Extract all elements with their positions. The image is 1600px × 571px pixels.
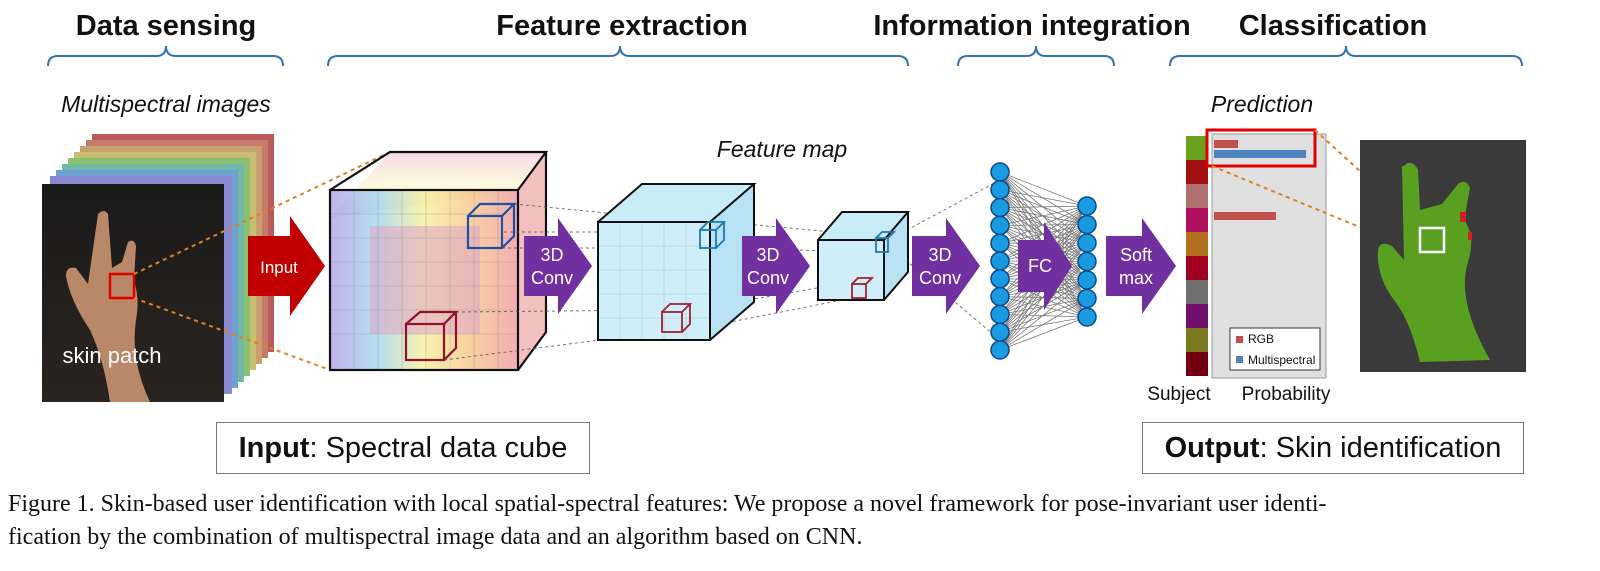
svg-text:Conv: Conv (919, 268, 961, 288)
input-description-box: Input: Spectral data cube (216, 422, 590, 474)
output-neuron (1077, 288, 1097, 309)
prediction-highlight-box (1205, 128, 1317, 168)
skin-patch-marker (108, 272, 136, 300)
output-neuron (1077, 251, 1097, 272)
hidden-neuron (990, 269, 1010, 289)
output-patch-marker (1418, 226, 1446, 254)
input-box-bold: Input (238, 431, 310, 464)
svg-text:3D: 3D (928, 245, 951, 265)
brace-information-integration (957, 45, 1115, 67)
hidden-neuron (990, 233, 1010, 253)
patch-projection-lines (133, 151, 391, 371)
output-neuron (1077, 233, 1097, 253)
conv-arrow-1: 3D Conv (524, 218, 592, 314)
svg-text:3D: 3D (540, 245, 563, 265)
subject-swatch (1186, 328, 1208, 352)
caption-line-2: fication by the combination of multispec… (8, 524, 863, 550)
subject-swatch (1186, 304, 1208, 328)
subject-swatch (1186, 184, 1208, 208)
svg-text:Soft: Soft (1120, 245, 1152, 265)
legend-rgb-label: RGB (1248, 332, 1274, 346)
subject-swatch (1186, 208, 1208, 232)
hidden-neuron (990, 286, 1010, 307)
bar-rgb-subject-4 (1214, 212, 1276, 220)
conv-arrow-3: 3D Conv (912, 218, 980, 314)
probability-label: Probability (1242, 384, 1331, 405)
section-title-data-sensing: Data sensing (76, 10, 257, 42)
output-neuron (1077, 196, 1097, 216)
hidden-neuron (990, 162, 1010, 182)
output-box-bold: Output (1164, 431, 1260, 464)
subject-label: Subject (1147, 384, 1211, 405)
probability-panel: RGB Multispectral (1205, 128, 1327, 379)
input-arrow-label: Input (260, 258, 298, 277)
legend-box (1229, 327, 1321, 371)
output-skin-image (1360, 140, 1526, 372)
cube-red-kernel (404, 310, 459, 362)
legend-multispectral-label: Multispectral (1248, 353, 1315, 367)
subject-swatch (1186, 352, 1208, 376)
hidden-neuron (990, 304, 1010, 325)
fc-arrow: FC (1018, 222, 1072, 310)
conv-arrow-2: 3D Conv (742, 218, 810, 314)
hidden-neuron (990, 340, 1010, 360)
brace-feature-extraction (327, 45, 909, 67)
input-arrow (248, 216, 325, 316)
svg-text:Conv: Conv (747, 268, 789, 288)
hidden-neuron (990, 180, 1010, 200)
output-description-box: Output: Skin identification (1142, 422, 1524, 474)
hidden-neuron (990, 215, 1010, 236)
output-neuron (1077, 214, 1097, 235)
hidden-neuron (990, 197, 1010, 218)
feature-map-cube-2 (817, 211, 911, 301)
skin-patch-label: skin patch (62, 343, 161, 368)
section-braces (47, 45, 1523, 67)
hidden-neuron (990, 251, 1010, 271)
figure-diagram: Data sensing Feature extraction Informat… (42, 10, 1526, 405)
hand-silhouette (66, 211, 150, 402)
svg-text:3D: 3D (756, 245, 779, 265)
subject-swatch (1186, 280, 1208, 304)
subject-color-column (1186, 136, 1208, 376)
output-neuron (1077, 270, 1097, 290)
brace-classification (1169, 45, 1523, 67)
multispectral-image-stack (42, 134, 274, 402)
bar-multispectral-subject-1 (1214, 150, 1306, 158)
output-box-text: : Skin identification (1259, 431, 1502, 464)
section-title-classification: Classification (1239, 10, 1428, 42)
cube-blue-kernel (466, 202, 517, 250)
subject-swatch (1186, 136, 1208, 160)
multispectral-images-label: Multispectral images (61, 91, 271, 117)
feature-map-label: Feature map (717, 136, 848, 162)
output-neuron (1077, 307, 1097, 327)
brace-data-sensing (47, 45, 284, 67)
svg-text:max: max (1119, 268, 1153, 288)
section-title-information-integration: Information integration (873, 10, 1190, 42)
input-data-cube (328, 150, 549, 372)
legend-rgb-swatch (1236, 336, 1243, 343)
softmax-arrow: Soft max (1106, 218, 1176, 314)
section-title-feature-extraction: Feature extraction (496, 10, 747, 42)
subject-swatch (1186, 232, 1208, 256)
subject-swatch (1186, 160, 1208, 184)
prediction-label: Prediction (1211, 91, 1313, 117)
legend-multispectral-swatch (1236, 356, 1243, 363)
bar-rgb-subject-1 (1214, 140, 1238, 148)
feature-map-cube-1 (597, 183, 757, 341)
figure-caption: Figure 1. Skin-based user identification… (8, 488, 1588, 554)
svg-text:FC: FC (1028, 256, 1052, 276)
subject-swatch (1186, 256, 1208, 280)
svg-text:Conv: Conv (531, 268, 573, 288)
hidden-neuron (990, 322, 1010, 342)
input-box-text: : Spectral data cube (309, 431, 568, 464)
caption-line-1: Figure 1. Skin-based user identification… (8, 491, 1327, 517)
